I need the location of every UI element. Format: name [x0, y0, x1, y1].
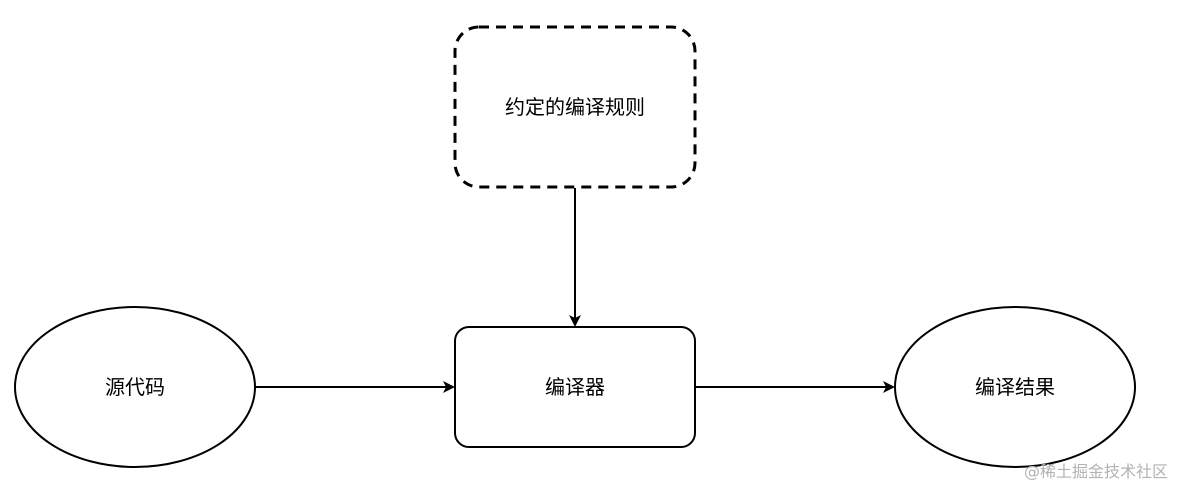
rules-node-shape	[453, 25, 697, 189]
watermark: @稀土掘金技术社区	[1023, 462, 1168, 481]
rules-node-label: 约定的编译规则	[505, 95, 645, 119]
compiler-node: 编译器	[454, 326, 696, 448]
source-node-shape	[14, 306, 256, 468]
source-node: 源代码	[14, 306, 256, 468]
compiler-node-label: 编译器	[545, 375, 605, 399]
rules-node: 约定的编译规则	[453, 25, 697, 189]
source-node-label: 源代码	[105, 375, 165, 399]
result-node-shape	[894, 306, 1136, 468]
result-node-label: 编译结果	[975, 375, 1055, 399]
result-node: 编译结果	[894, 306, 1136, 468]
compiler-node-shape	[454, 326, 696, 448]
